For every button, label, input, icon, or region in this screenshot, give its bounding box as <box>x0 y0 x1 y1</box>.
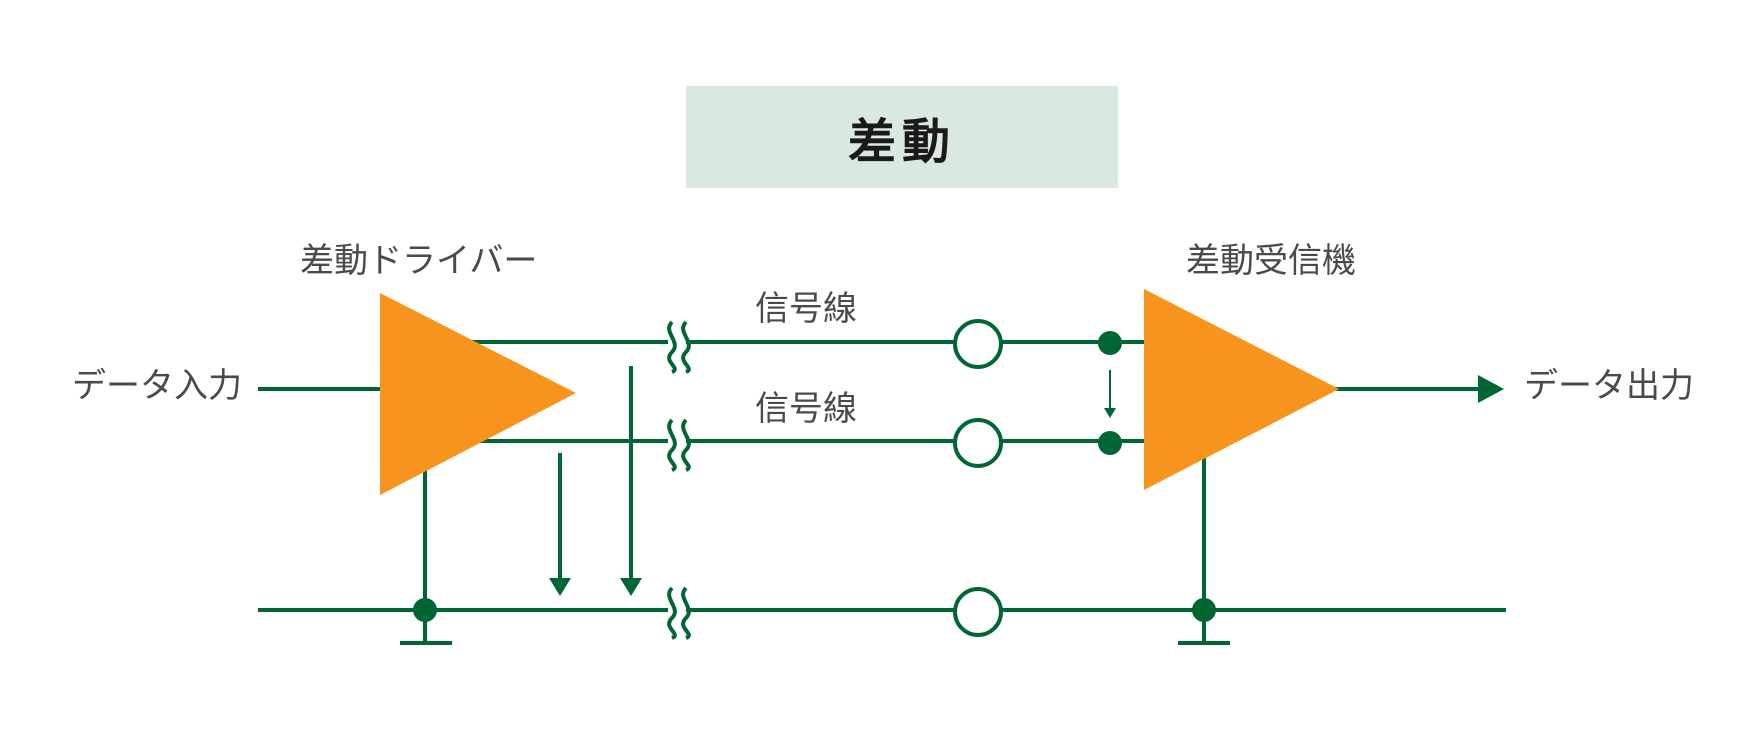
title-box: 差動 <box>686 86 1118 188</box>
differential-driver-triangle-amplifier-icon <box>380 293 576 495</box>
junction-dot <box>1098 431 1122 455</box>
diagram-title: 差動 <box>847 114 956 170</box>
differential-receiver-triangle-amplifier-icon <box>1144 289 1339 490</box>
wavy-break-icon <box>681 320 691 374</box>
receiver-label: 差動受信機 <box>1186 241 1356 281</box>
wavy-break-icon <box>681 586 691 640</box>
wavy-break-icon <box>667 586 677 640</box>
data-input-label: データ入力 <box>72 366 242 406</box>
junction-dot <box>1192 598 1216 622</box>
wavy-break-icon <box>681 418 691 472</box>
signal-line-label-top: 信号線 <box>755 289 857 329</box>
open-circle-icon <box>953 587 1003 637</box>
open-circle-icon <box>953 418 1003 468</box>
data-output-label: データ出力 <box>1524 366 1694 406</box>
driver-label: 差動ドライバー <box>300 241 538 281</box>
output-arrowhead-icon <box>1478 375 1504 403</box>
wavy-break-icon <box>667 418 677 472</box>
junction-dot <box>1098 331 1122 355</box>
open-circle-icon <box>953 319 1003 369</box>
wavy-break-icon <box>667 320 677 374</box>
signal-line-label-bottom: 信号線 <box>755 389 857 429</box>
junction-dot <box>413 598 437 622</box>
arrowhead-icon <box>1104 408 1116 418</box>
arrowhead-icon <box>549 578 571 596</box>
arrowhead-icon <box>620 578 642 596</box>
